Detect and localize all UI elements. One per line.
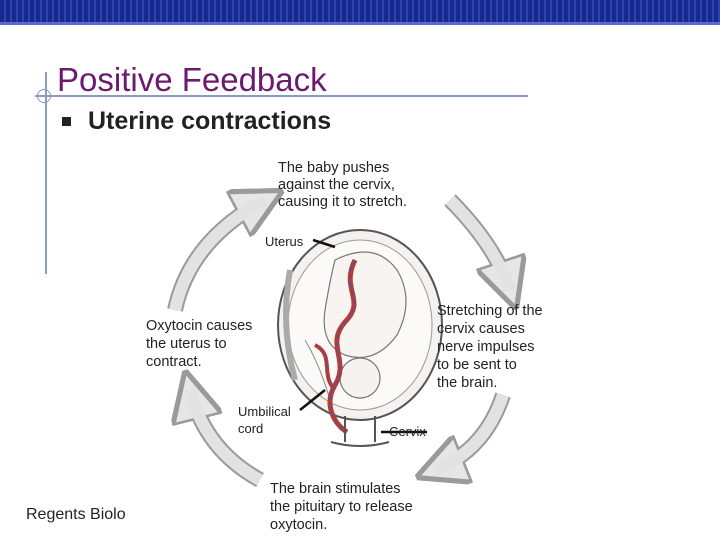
step-right-text: Stretching of the cervix causes nerve im…: [437, 303, 547, 391]
cycle-arrows: [167, 200, 510, 488]
title-underline: [35, 95, 528, 97]
slide-title: Positive Feedback: [57, 61, 327, 98]
top-decorative-bar: [0, 0, 720, 22]
crosshair-icon: [37, 89, 51, 103]
step-bottom-text: The brain stimulates the pituitary to re…: [270, 481, 417, 533]
uterus-label: Uterus: [265, 234, 304, 249]
square-bullet-icon: [62, 117, 71, 126]
bullet-item: Uterine contractions: [62, 107, 331, 136]
umbilical-cord-label: Umbilical cord: [238, 404, 294, 436]
bullet-text: Uterine contractions: [88, 107, 332, 135]
top-bar-edge: [0, 22, 720, 25]
footer-text: Regents Biolo: [26, 506, 126, 523]
umbilical-pointer: [299, 389, 326, 411]
cervix-label: Cervix: [389, 424, 426, 439]
side-rule: [45, 72, 47, 274]
step-left-text: Oxytocin causes the uterus to contract.: [146, 318, 256, 370]
uterus-illustration: [277, 229, 443, 447]
uterus-pointer: [312, 238, 336, 249]
positive-feedback-diagram: The baby pushes against the cervix, caus…: [146, 160, 547, 533]
step-top-text: The baby pushes against the cervix, caus…: [278, 160, 407, 210]
